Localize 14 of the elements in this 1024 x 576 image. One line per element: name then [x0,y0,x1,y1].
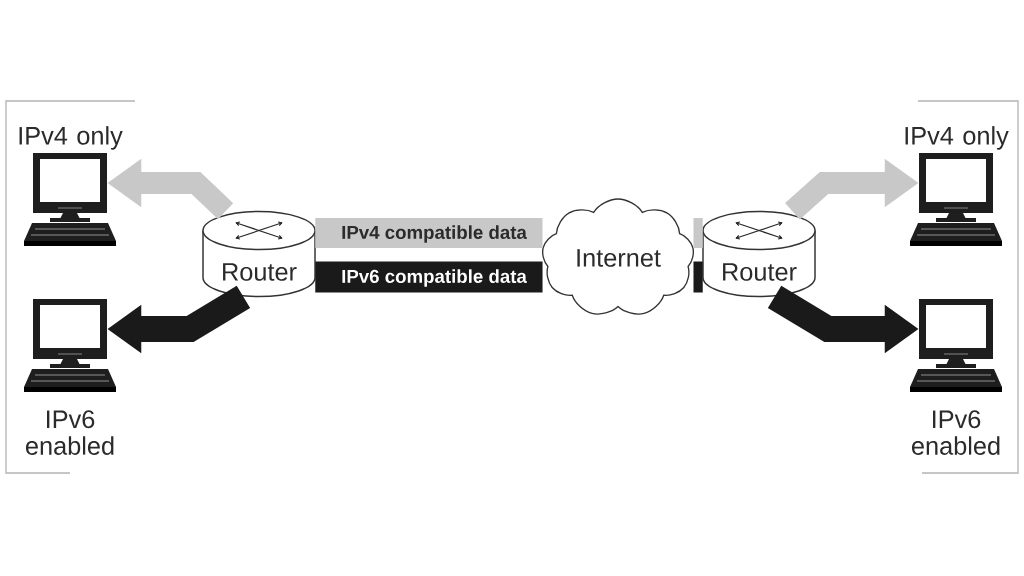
data-band [315,261,543,293]
node-label: IPv4 only [19,126,123,150]
data-band [315,218,543,248]
edge-label: IPv6 compatible data [339,267,529,289]
node-label: Router [223,263,297,281]
router: Router [702,210,816,298]
node-label: IPv4 only [905,126,1009,150]
data-band [693,218,703,248]
node-label: IPv6 enabled [26,410,114,455]
data-band [693,261,703,293]
node-label: Router [723,263,797,281]
router: Router [202,210,316,298]
node-label: IPv6 enabled [912,410,1000,455]
edge-label: IPv4 compatible data [339,223,529,245]
